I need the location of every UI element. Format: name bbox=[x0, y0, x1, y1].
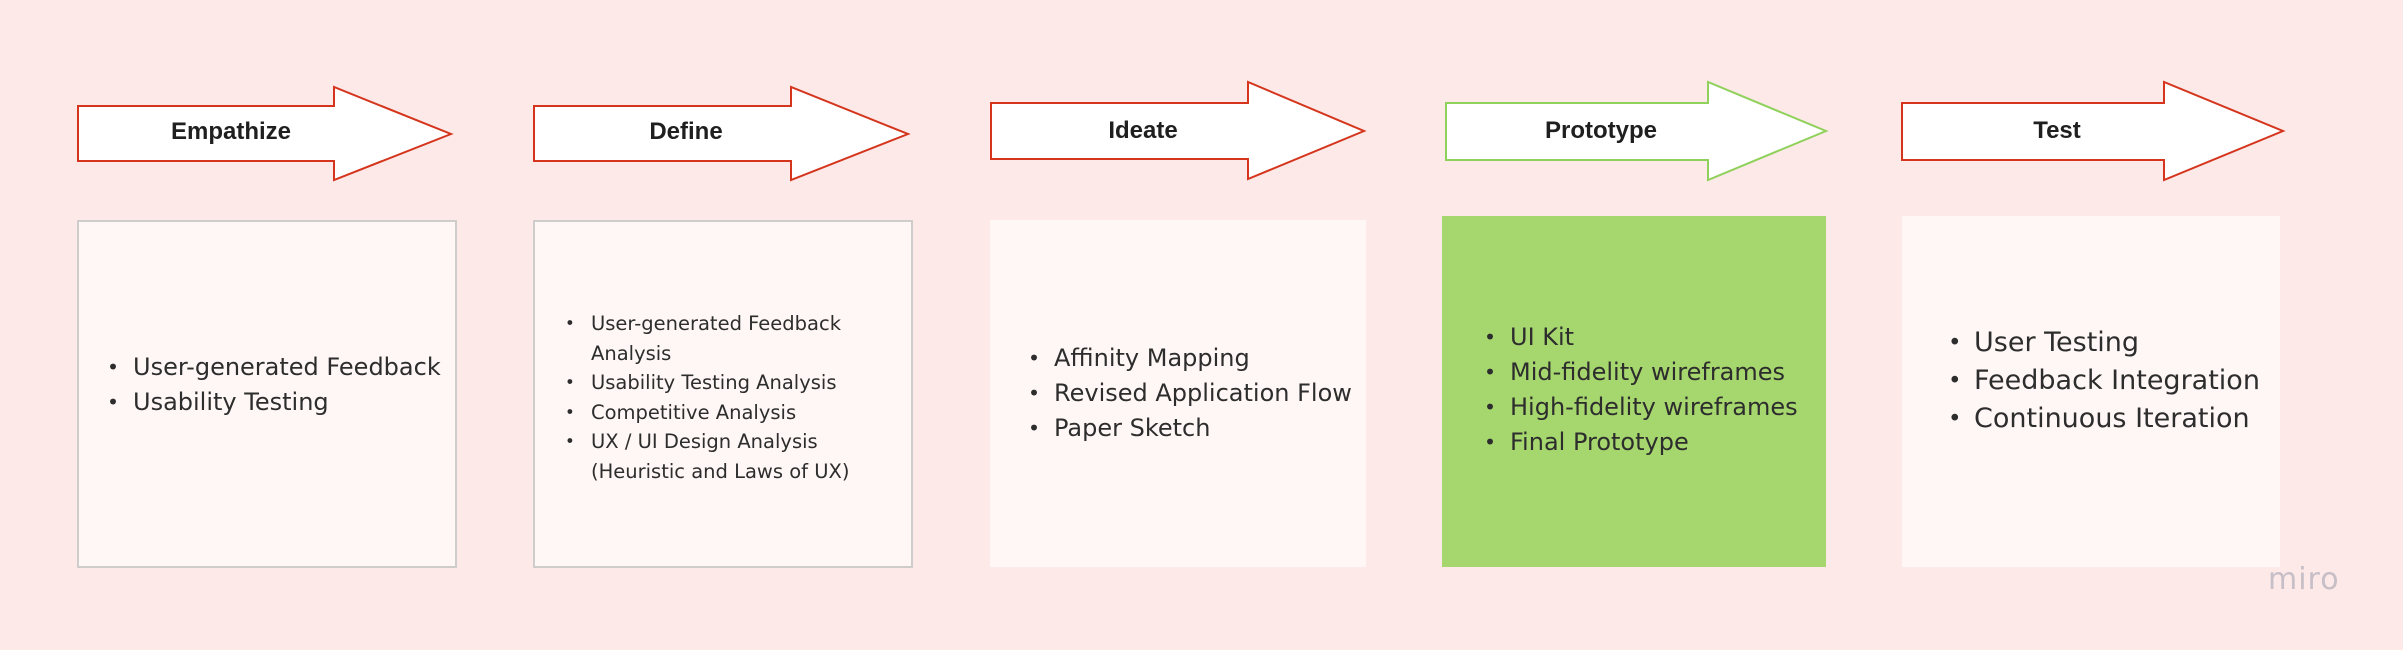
arrow-test: Test bbox=[1901, 80, 2286, 182]
stage-title-test: Test bbox=[2033, 117, 2081, 144]
list-ideate: Affinity Mapping Revised Application Flo… bbox=[990, 341, 1352, 446]
list-test: User Testing Feedback Integration Contin… bbox=[1902, 324, 2260, 438]
list-item: UX / UI Design Analysis (Heuristic and L… bbox=[565, 427, 871, 486]
card-prototype: UI Kit Mid-fidelity wireframes High-fide… bbox=[1442, 216, 1826, 567]
list-item: Feedback Integration bbox=[1948, 362, 2260, 400]
arrow-shape-test bbox=[1901, 80, 2286, 182]
card-empathize: User-generated Feedback Usability Testin… bbox=[77, 220, 457, 568]
arrow-ideate: Ideate bbox=[990, 80, 1367, 181]
list-item: Competitive Analysis bbox=[565, 398, 871, 428]
stage-title-ideate: Ideate bbox=[1108, 117, 1178, 144]
card-define: User-generated Feedback Analysis Usabili… bbox=[533, 220, 913, 568]
list-item: Usability Testing bbox=[107, 385, 441, 420]
list-item: User-generated Feedback bbox=[107, 350, 441, 385]
arrow-prototype: Prototype bbox=[1445, 80, 1829, 182]
stage-title-empathize: Empathize bbox=[170, 118, 292, 145]
list-item: Revised Application Flow bbox=[1028, 376, 1352, 411]
card-ideate: Affinity Mapping Revised Application Flo… bbox=[990, 220, 1366, 567]
list-define: User-generated Feedback Analysis Usabili… bbox=[535, 309, 871, 486]
arrow-define: Define bbox=[533, 85, 911, 182]
list-item: Usability Testing Analysis bbox=[565, 368, 871, 398]
list-item: User-generated Feedback Analysis bbox=[565, 309, 871, 368]
miro-logo: miro bbox=[2268, 562, 2340, 597]
list-item: Mid-fidelity wireframes bbox=[1484, 355, 1798, 390]
list-item: Continuous Iteration bbox=[1948, 400, 2260, 438]
arrow-shape-define bbox=[533, 85, 911, 182]
arrow-shape-ideate bbox=[990, 80, 1367, 181]
list-item: User Testing bbox=[1948, 324, 2260, 362]
arrow-shape-prototype bbox=[1445, 80, 1829, 182]
stage-title-define: Define bbox=[649, 118, 723, 145]
arrow-shape-empathize bbox=[77, 85, 454, 182]
arrow-empathize: Empathize bbox=[77, 85, 454, 182]
list-item: Affinity Mapping bbox=[1028, 341, 1352, 376]
list-item: High-fidelity wireframes bbox=[1484, 390, 1798, 425]
list-item: UI Kit bbox=[1484, 320, 1798, 355]
card-test: User Testing Feedback Integration Contin… bbox=[1902, 216, 2280, 567]
list-empathize: User-generated Feedback Usability Testin… bbox=[79, 350, 441, 420]
list-prototype: UI Kit Mid-fidelity wireframes High-fide… bbox=[1442, 320, 1798, 460]
list-item: Final Prototype bbox=[1484, 425, 1798, 460]
stage-title-prototype: Prototype bbox=[1544, 117, 1657, 144]
list-item: Paper Sketch bbox=[1028, 411, 1352, 446]
